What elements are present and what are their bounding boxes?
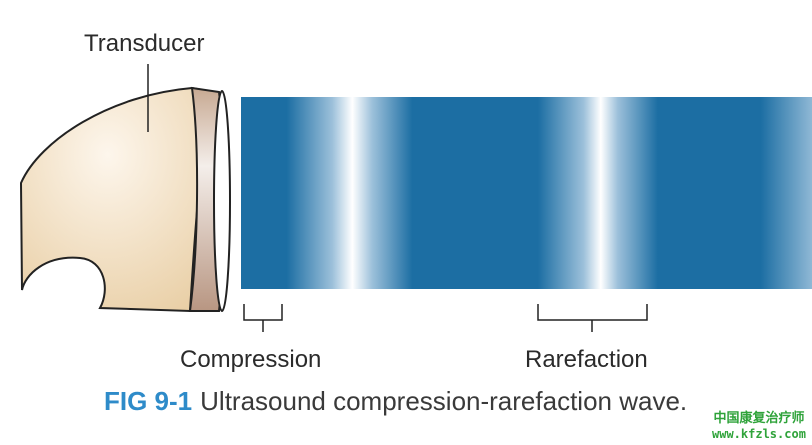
compression-label: Compression — [180, 346, 322, 373]
ultrasound-wave-band — [241, 97, 812, 289]
rarefaction-label: Rarefaction — [525, 346, 648, 373]
transducer-label: Transducer — [84, 30, 205, 57]
figure-number: FIG 9-1 — [104, 386, 193, 416]
transducer-illustration — [19, 64, 231, 313]
watermark-url: www.kfzls.com — [712, 427, 806, 441]
transducer-body — [19, 86, 216, 313]
transducer-face — [213, 90, 231, 312]
watermark: 中国康复治疗师 www.kfzls.com — [712, 410, 806, 442]
rarefaction-bracket — [537, 304, 648, 332]
caption-text: Ultrasound compression-rarefaction wave. — [200, 386, 688, 416]
compression-bracket — [243, 304, 283, 332]
watermark-title: 中国康复治疗师 — [713, 410, 805, 425]
